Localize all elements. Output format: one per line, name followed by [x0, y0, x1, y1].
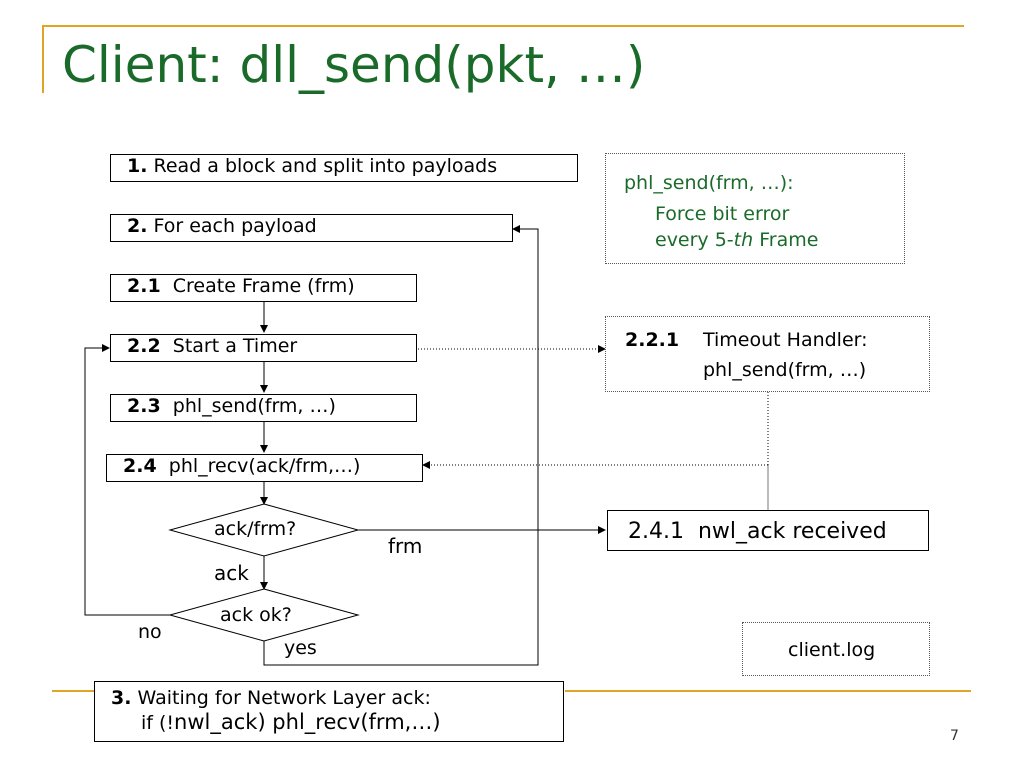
step-2-4-text: phl_recv(ack/frm,…)	[168, 455, 361, 477]
step-3-text: Waiting for Network Layer ack:	[137, 687, 431, 709]
edge-label-yes: yes	[284, 637, 317, 659]
step-3-box: 3. Waiting for Network Layer ack: if (!n…	[94, 681, 564, 742]
timeout-handler-num: 2.2.1	[625, 329, 680, 351]
phl-send-note-line1: Force bit error	[655, 203, 790, 225]
step-2-num: 2.	[127, 215, 148, 237]
ack-received-num: 2.4.1	[628, 519, 684, 544]
footer-line-right	[565, 690, 971, 692]
timeout-handler-line1: Timeout Handler:	[703, 329, 868, 351]
step-2-2-num: 2.2	[127, 335, 161, 357]
edge-label-frm: frm	[388, 534, 423, 558]
ack-received-box: 2.4.1 nwl_ack received	[607, 510, 929, 551]
step-2-3-box: 2.3 phl_send(frm, …)	[110, 394, 417, 422]
arrow-no-loop	[84, 344, 170, 616]
decision-ack-ok-label: ack ok?	[220, 604, 292, 626]
step-1-num: 1.	[127, 155, 148, 177]
step-1-text: Read a block and split into payloads	[153, 155, 498, 177]
step-2-4-box: 2.4 phl_recv(ack/frm,…)	[106, 454, 423, 482]
step-2-2-text: Start a Timer	[172, 335, 298, 357]
step-2-text: For each payload	[153, 215, 317, 237]
timeout-handler-box: 2.2.1 Timeout Handler: phl_send(frm, …)	[605, 316, 930, 392]
ack-received-text: nwl_ack received	[697, 519, 887, 544]
timeout-handler-line2: phl_send(frm, …)	[703, 359, 867, 381]
force-line2-th: th	[733, 229, 754, 251]
slide-title: Client: dll_send(pkt, …)	[62, 36, 646, 94]
step-2-4-num: 2.4	[123, 455, 157, 477]
step-3-cond-rest: nwl_ack) phl_recv(frm,…)	[174, 710, 441, 734]
step-2-1-box: 2.1 Create Frame (frm)	[110, 274, 417, 302]
step-2-2-box: 2.2 Start a Timer	[110, 334, 417, 362]
step-1-box: 1. Read a block and split into payloads	[110, 154, 578, 182]
arrow-yes-loop	[263, 225, 539, 666]
client-log-box: client.log	[742, 622, 930, 676]
force-line2-b: Frame	[753, 229, 819, 251]
force-line2-a: every 5-	[655, 229, 734, 251]
phl-send-note-line2: every 5-th Frame	[655, 229, 818, 251]
step-3-line1: 3. Waiting for Network Layer ack:	[111, 686, 563, 710]
step-2-1-text: Create Frame (frm)	[172, 275, 355, 297]
phl-send-note: phl_send(frm, …): Force bit error every …	[605, 153, 905, 264]
step-3-num: 3.	[111, 687, 132, 709]
edge-label-no: no	[138, 621, 162, 643]
step-2-1-num: 2.1	[127, 275, 161, 297]
step-2-box: 2. For each payload	[110, 214, 513, 242]
client-log-label: client.log	[788, 639, 876, 661]
edge-label-ack: ack	[214, 561, 249, 585]
step-2-3-num: 2.3	[127, 395, 161, 417]
phl-send-note-title: phl_send(frm, …):	[624, 172, 794, 194]
decision-ack-frm-label: ack/frm?	[214, 518, 297, 540]
title-bar-vertical	[42, 25, 44, 93]
step-2-3-text: phl_send(frm, …)	[172, 395, 336, 417]
step-3-cond-prefix: if (!	[141, 712, 175, 734]
page-number: 7	[950, 728, 959, 744]
decision-ack-frm	[168, 503, 360, 557]
title-bar-horizontal	[42, 25, 964, 27]
step-3-line2: if (!nwl_ack) phl_recv(frm,…)	[111, 710, 563, 735]
footer-line-left	[52, 690, 96, 692]
